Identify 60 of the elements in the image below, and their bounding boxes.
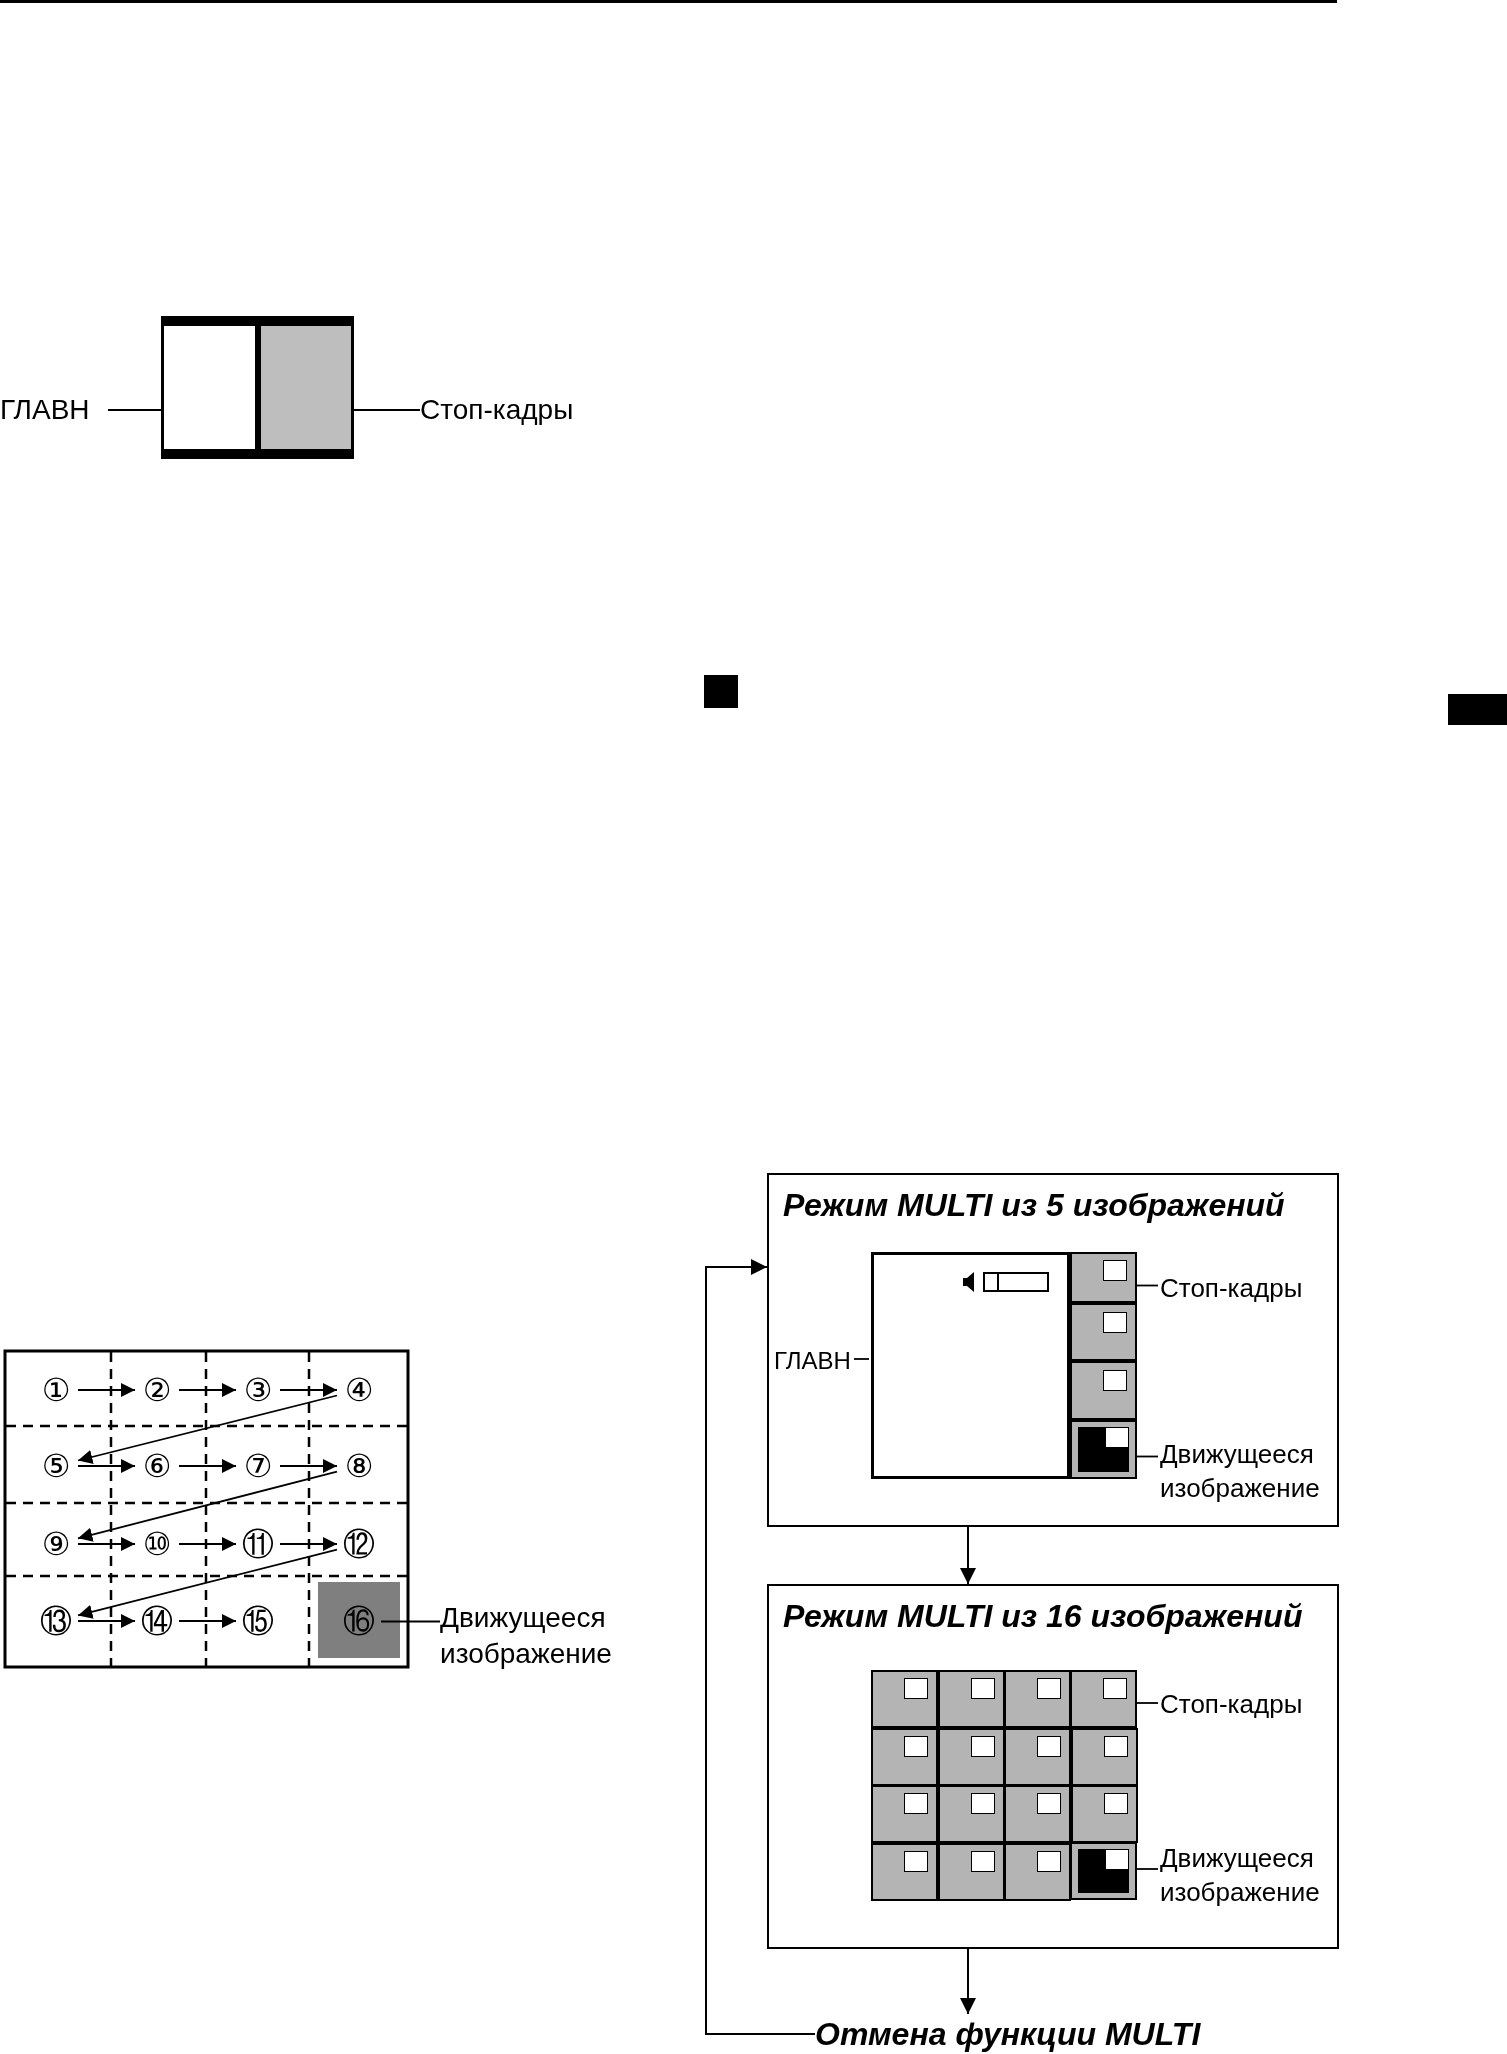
leader-line [1134, 1868, 1159, 1870]
callout-label: Движущееся изображение [1160, 1842, 1338, 1918]
step-number: ⑨ [34, 1522, 78, 1566]
arrow [77, 1382, 136, 1398]
step-number: ⑧ [337, 1444, 381, 1488]
arrow [178, 1536, 237, 1552]
arrow [77, 1536, 136, 1552]
step-number: ⑤ [34, 1444, 78, 1488]
arrow [77, 1548, 338, 1619]
arrow [77, 1470, 338, 1542]
freeze-frame-tile [1070, 1252, 1137, 1303]
arrow [960, 1948, 976, 2015]
step-number: ⑫ [337, 1522, 381, 1566]
moving-picture-tile [1070, 1420, 1137, 1479]
callout-label: Движущееся изображение [1160, 1438, 1338, 1514]
step-number: ④ [337, 1368, 381, 1412]
arrow [960, 1526, 976, 1585]
leader-line [107, 409, 162, 411]
freeze-frame-tile [1070, 1670, 1137, 1728]
arrow [178, 1382, 237, 1398]
leader-line [853, 1358, 870, 1360]
leader-line [1134, 1284, 1159, 1287]
callout-label: Движущееся изображение [440, 1600, 630, 1690]
arrow [178, 1458, 237, 1474]
step-number: ⑭ [135, 1599, 179, 1643]
mode-box [767, 1173, 1339, 1527]
leader-line [353, 409, 421, 411]
main-picture-area [871, 1252, 1070, 1479]
callout-label: Стоп-кадры [420, 392, 610, 428]
arrow [279, 1536, 338, 1552]
arrow [77, 1458, 136, 1474]
arrow [705, 1259, 816, 2035]
step-number: ① [34, 1368, 78, 1412]
arrow [279, 1382, 338, 1398]
step-number: ⑩ [135, 1522, 179, 1566]
callout-label: ГЛАВН [0, 392, 108, 428]
callout-label: Стоп-кадры [1160, 1272, 1335, 1306]
arrow [77, 1613, 136, 1629]
step-number: ⑥ [135, 1444, 179, 1488]
step-number: ③ [236, 1368, 280, 1412]
step-number: ② [135, 1368, 179, 1412]
flow-step-text: Отмена функции MULTI [815, 2014, 1235, 2054]
step-number: ⑮ [236, 1599, 280, 1643]
arrow [77, 1394, 338, 1464]
callout-label: ГЛАВН [774, 1345, 856, 1377]
step-number: ⑯ [337, 1599, 381, 1643]
step-number: ⑬ [34, 1599, 78, 1643]
leader-line [1134, 1455, 1159, 1458]
leader-line [1134, 1702, 1159, 1704]
arrow [178, 1613, 237, 1629]
freeze-frame-area [258, 316, 354, 459]
callout-label: Стоп-кадры [1160, 1688, 1335, 1722]
step-number: ⑦ [236, 1444, 280, 1488]
arrow [279, 1458, 338, 1474]
leader-line [380, 1620, 441, 1623]
box-title: Режим MULTI из 16 изображений [783, 1598, 1303, 1635]
step-number: ⑪ [236, 1522, 280, 1566]
mode-box [767, 1584, 1339, 1949]
box-title: Режим MULTI из 5 изображений [783, 1187, 1285, 1224]
moving-picture-tile [1070, 1842, 1137, 1900]
